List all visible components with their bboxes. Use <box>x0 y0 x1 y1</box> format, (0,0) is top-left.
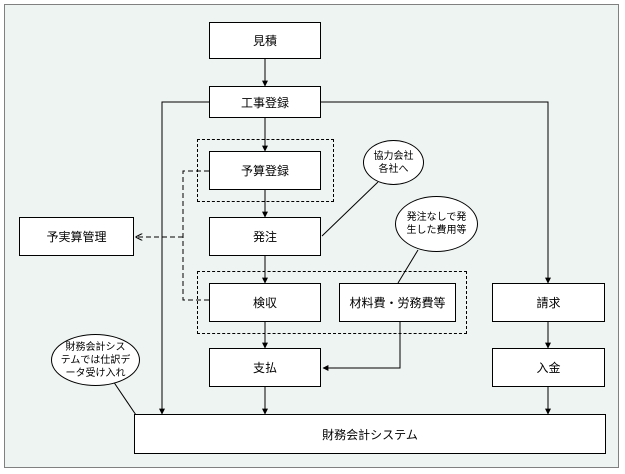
shiwake-callout: 財務会計シス テムでは仕訳デ ータ受け入れ <box>51 334 140 386</box>
mitsumori-box: 見積 <box>209 22 321 59</box>
kenshu-box: 検収 <box>209 283 321 322</box>
zairyohi-box: 材料費・労務費等 <box>339 283 456 322</box>
arrow-koji-to-system-left <box>159 101 209 415</box>
shiwake-callout-line2: テムでは仕訳デ <box>60 354 131 366</box>
callout-line-kyoryoku <box>321 181 379 237</box>
yosan-toroku-box: 予算登録 <box>209 151 321 190</box>
shiwake-callout-line3: ータ受け入れ <box>65 367 126 379</box>
kenshu-dashed-group <box>197 271 467 334</box>
kyoryoku-callout: 協力会社 各社へ <box>363 140 424 185</box>
arrow-koji-to-seikyu <box>321 101 551 284</box>
shiwake-callout-line1: 財務会計シス <box>65 341 126 353</box>
dashed-loop-to-yojitsu <box>182 170 209 301</box>
yojitsu-kanri-box: 予実算管理 <box>19 217 134 256</box>
yosan-dashed-group <box>197 139 334 202</box>
hatchu-nashi-callout-line2: 生した費用等 <box>406 225 467 236</box>
koji-toroku-box: 工事登録 <box>209 86 321 118</box>
kyoryoku-callout-line2: 各社へ <box>378 163 409 175</box>
shiharai-box: 支払 <box>209 348 321 387</box>
hatchu-box: 発注 <box>209 217 321 256</box>
seikyu-box: 請求 <box>492 283 605 322</box>
hatchu-nashi-callout-line1: 発注なしで発 <box>406 212 467 223</box>
kyoryoku-callout-line1: 協力会社 <box>373 150 414 162</box>
hatchu-nashi-callout: 発注なしで発 生した費用等 <box>395 196 478 252</box>
callout-line-shiwake <box>112 380 137 416</box>
nyukin-box: 入金 <box>492 348 605 387</box>
arrow-zairyohi-to-shiharai <box>322 322 401 371</box>
zaimu-system-box: 財務会計システム <box>134 414 606 454</box>
callout-line-hatchu-nashi <box>397 249 419 284</box>
